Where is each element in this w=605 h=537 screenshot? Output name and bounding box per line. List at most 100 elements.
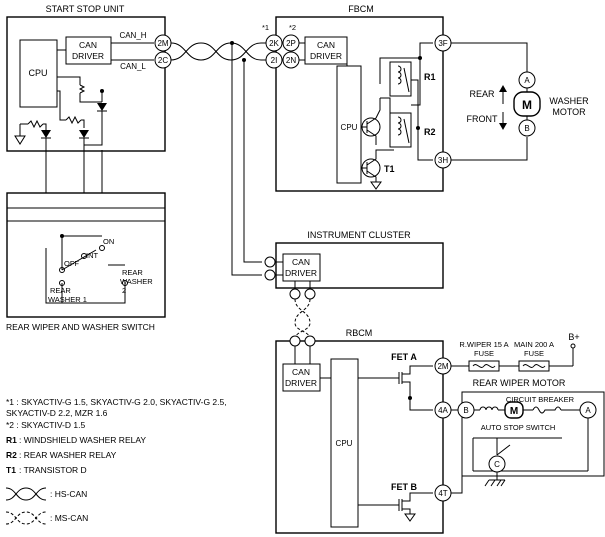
wiper-ground-hatch [484, 479, 490, 487]
start-stop-unit-title: START STOP UNIT [46, 4, 125, 14]
switch-rear-washer2-label-1: REAR [122, 268, 143, 277]
legend-ms-can-symbol-b [5, 511, 47, 525]
washer-motor-title-2: MOTOR [552, 107, 586, 117]
switch-contact-off [59, 267, 65, 273]
legend-hs-can-symbol-a [5, 487, 47, 501]
ssu-line [79, 93, 102, 103]
switch-lever [61, 249, 97, 271]
fbcm-wire [366, 149, 394, 166]
switch-contact-on [99, 245, 105, 251]
wiper-auto-stop-label: AUTO STOP SWITCH [481, 423, 556, 432]
wiper-pin-c-label: C [494, 460, 500, 469]
ssu-line [57, 90, 66, 121]
fet-b-drain [402, 492, 433, 502]
washer-front-label: FRONT [467, 114, 498, 124]
rbcm-can-driver-label-2: DRIVER [285, 378, 317, 388]
switch-int-label: INT [86, 251, 99, 260]
switch-rear-washer2-label-2: WASHER [120, 277, 153, 286]
wiper-motor-box [461, 391, 605, 477]
wiper-motor-title: REAR WIPER MOTOR [473, 378, 566, 388]
switch-title: REAR WIPER AND WASHER SWITCH [6, 322, 155, 332]
washer-pin-a-label: A [524, 76, 530, 85]
switch-line [62, 283, 126, 304]
legend: *1 : SKYACTIV-G 1.5, SKYACTIV-G 2.0, SKY… [5, 397, 227, 525]
cluster-pin-4 [304, 288, 316, 300]
wiper-ground-hatch [500, 479, 506, 487]
hs-can-twisted-pair [170, 41, 267, 276]
legend-ms-can: : MS-CAN [50, 513, 88, 523]
fbcm-wire [366, 170, 377, 182]
washer-arrow-down-head [499, 123, 507, 130]
rbcm-cpu-label: CPU [336, 439, 353, 448]
fbcm-cpu-box [336, 65, 362, 184]
start-stop-cpu-label: CPU [28, 68, 47, 78]
fbcm-can-driver-label-1: CAN [317, 40, 335, 50]
ms-can-twisted-pair [294, 298, 311, 340]
hs-can-wire-to-cluster-a [231, 43, 262, 276]
can-h-label: CAN_H [119, 31, 146, 40]
fet-b-ground [404, 513, 416, 522]
washer-motor-symbol [513, 91, 541, 117]
start-stop-cpu-box [19, 39, 58, 108]
fbcm-relay-r2-coil [397, 116, 402, 136]
ssu-resistor-1 [78, 84, 86, 94]
legend-r1-key: R1 [6, 435, 17, 445]
fbcm-wire [411, 58, 421, 106]
legend-hs-can: : HS-CAN [50, 489, 87, 499]
fet-a-label: FET A [391, 352, 417, 362]
legend-t1-text: : TRANSISTOR D [19, 465, 87, 475]
switch-off-label: OFF [64, 259, 79, 268]
rbcm-cpu-box [330, 358, 359, 528]
fbcm-ground-triangle [370, 181, 382, 190]
fbcm: FBCM *1 *2 2K 2P 2I 2N CAN DRIVER CPU T1 [262, 4, 452, 192]
hs-can-wire-b [170, 42, 262, 61]
rear-wiper-washer-switch: ON INT OFF REAR WASHER 1 REAR WASHER 2 R… [6, 192, 166, 332]
switch-rear-washer1-label-1: REAR [50, 286, 71, 295]
rbcm-pin-4a-label: 4A [438, 406, 448, 415]
ssu-line [57, 76, 81, 85]
fbcm-can-driver-box [304, 36, 348, 65]
switch-line [45, 248, 63, 304]
fbcm-relay-r1-contact [403, 67, 410, 93]
fet-a-drain [402, 365, 433, 375]
wiper-auto-stop-contact [496, 444, 511, 456]
ms-can-wire-b [294, 298, 311, 340]
fbcm-pin-2k-label: 2K [269, 39, 279, 48]
ssu-line [83, 138, 103, 146]
fbcm-cpu-label: CPU [341, 123, 358, 132]
start-stop-unit: START STOP UNIT CPU CAN DRIVER CAN_H CAN… [6, 4, 172, 152]
fbcm-relay-r2-contact [403, 118, 410, 144]
fbcm-wire [411, 79, 433, 161]
fbcm-can-driver-label-2: DRIVER [310, 51, 342, 61]
ssu-ground-triangle [14, 135, 26, 145]
washer-motor: A B M WASHER MOTOR REAR FRONT [451, 42, 589, 161]
fbcm-pin-2n-label: 2N [286, 56, 296, 65]
rbcm-can-driver-label-1: CAN [292, 367, 310, 377]
fbcm-pin-2k [265, 34, 283, 52]
washer-motor-title-1: WASHER [549, 96, 589, 106]
ssu-diode-2 [79, 130, 89, 138]
washer-rear-label: REAR [469, 89, 495, 99]
legend-r1-text: : WINDSHIELD WASHER RELAY [19, 435, 146, 445]
cluster-pin-1 [264, 256, 276, 268]
washer-wire-a [451, 42, 528, 72]
start-stop-can-driver-label-2: DRIVER [72, 51, 104, 61]
wiper-breaker-symbol [532, 406, 562, 414]
wiper-motor-m: M [510, 406, 518, 417]
rbcm: RBCM CAN DRIVER CPU FET A 2M 4A FET B [275, 328, 452, 534]
cluster-pin-3 [289, 288, 301, 300]
fbcm-pin-2p-label: 2P [286, 39, 296, 48]
ssu-line [43, 123, 47, 130]
fbcm-note-2: *2 [289, 23, 296, 32]
fbcm-relay-r1-label: R1 [424, 72, 436, 82]
ssu-resistor-3 [27, 119, 44, 129]
wiper-breaker-label: CIRCUIT BREAKER [506, 395, 575, 404]
cluster-can-driver-label-2: DRIVER [285, 268, 317, 278]
washer-pin-b-label: B [524, 124, 529, 133]
start-stop-pin-2c-label: 2C [158, 56, 168, 65]
fet-b-source [402, 508, 411, 514]
wiper-pin-b-label: B [463, 406, 468, 415]
rbcm-pin-2m-label: 2M [437, 362, 448, 371]
ssu-diode-3 [41, 130, 51, 138]
fbcm-node [418, 56, 422, 60]
